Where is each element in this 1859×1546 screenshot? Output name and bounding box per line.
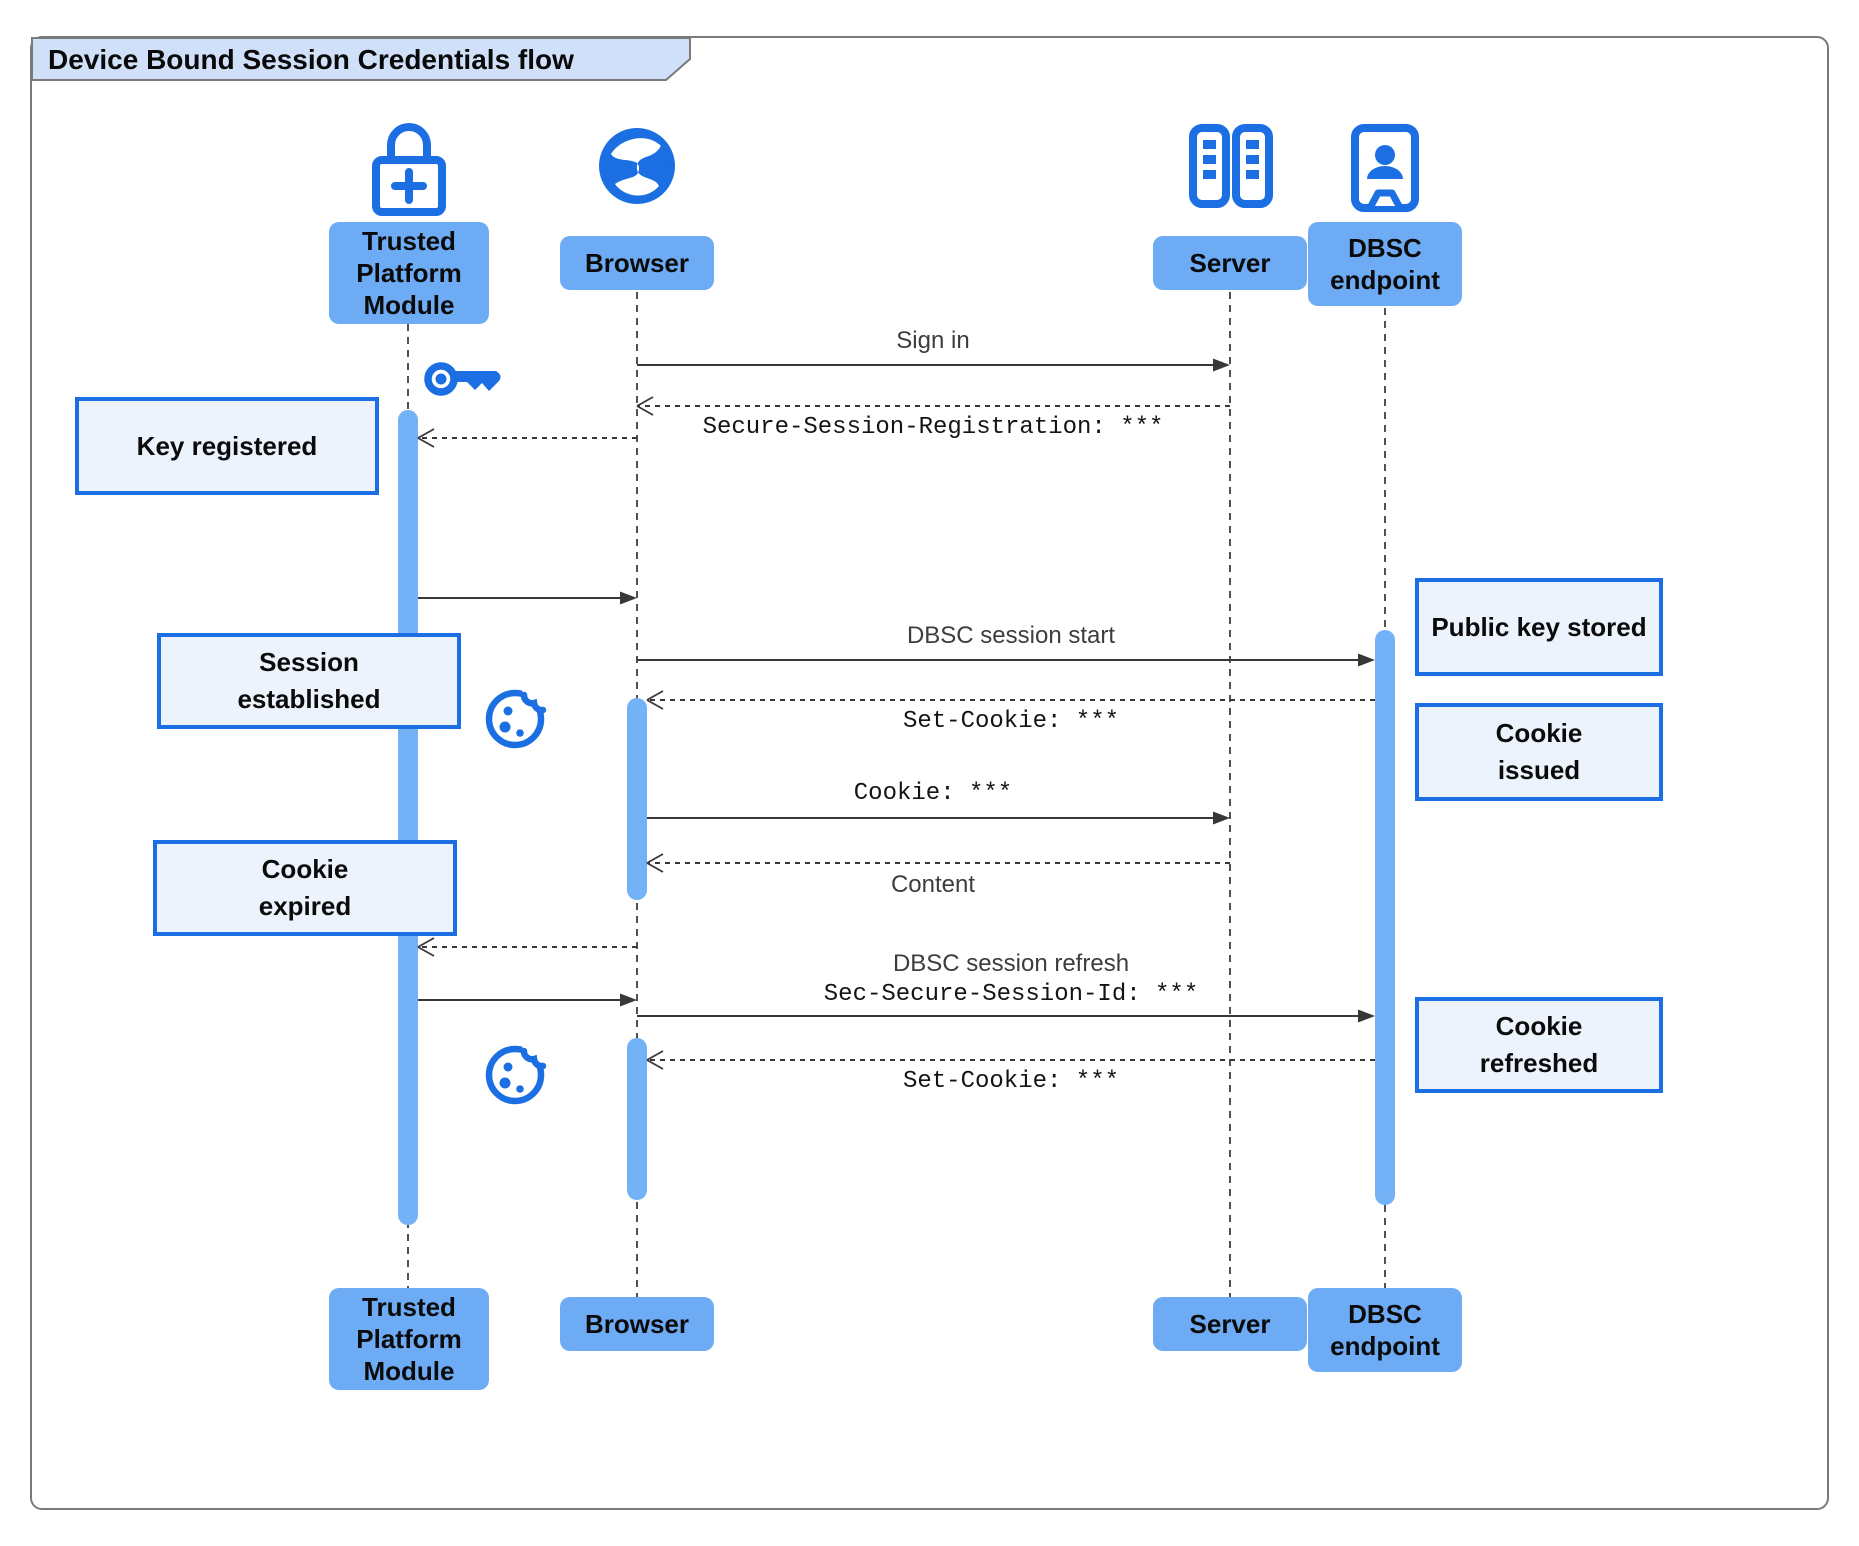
cookie-icon	[485, 681, 550, 749]
activation-bar-tpm	[398, 410, 418, 1225]
message-label-sec-secure-session-id: Sec-Secure-Session-Id: ***	[823, 981, 1199, 1008]
note-cookie-expired: Cookie expired	[153, 840, 457, 936]
activation-bar-dbsc	[1375, 630, 1395, 1205]
diagram-frame	[30, 36, 1829, 1510]
note-public-key-stored: Public key stored	[1415, 578, 1663, 676]
note-key-registered: Key registered	[75, 397, 379, 495]
note-cookie-issued: Cookie issued	[1415, 703, 1663, 801]
server-rack-icon	[1189, 124, 1273, 208]
message-label-dbsc-session-start: DBSC session start	[906, 622, 1116, 649]
participant-bottom-dbsc: DBSC endpoint	[1308, 1288, 1462, 1372]
participant-top-browser: Browser	[560, 236, 714, 290]
message-label-dbsc-session-refresh: DBSC session refresh	[892, 950, 1130, 977]
participant-bottom-tpm: Trusted Platform Module	[329, 1288, 489, 1390]
diagram-title: Device Bound Session Credentials flow	[48, 44, 574, 75]
activation-bar-browser	[627, 698, 647, 900]
message-label-sign-in: Sign in	[896, 327, 970, 354]
note-cookie-refreshed: Cookie refreshed	[1415, 997, 1663, 1093]
message-label-set-cookie-1: Set-Cookie: ***	[902, 708, 1120, 735]
message-label-cookie: Cookie: ***	[853, 780, 1013, 807]
participant-bottom-server: Server	[1153, 1297, 1307, 1351]
badge-person-icon	[1351, 124, 1419, 212]
lock-plus-icon	[372, 123, 446, 216]
message-label-set-cookie-2: Set-Cookie: ***	[902, 1068, 1120, 1095]
participant-bottom-browser: Browser	[560, 1297, 714, 1351]
globe-icon	[599, 128, 675, 204]
message-label-secure-session-registration: Secure-Session-Registration: ***	[702, 414, 1164, 441]
message-label-content: Content	[890, 871, 976, 898]
participant-top-tpm: Trusted Platform Module	[329, 222, 489, 324]
participant-top-server: Server	[1153, 236, 1307, 290]
participant-top-dbsc: DBSC endpoint	[1308, 222, 1462, 306]
activation-bar-browser	[627, 1038, 647, 1200]
cookie-icon	[485, 1037, 550, 1105]
key-icon	[424, 362, 501, 396]
note-session-established: Session established	[157, 633, 461, 729]
